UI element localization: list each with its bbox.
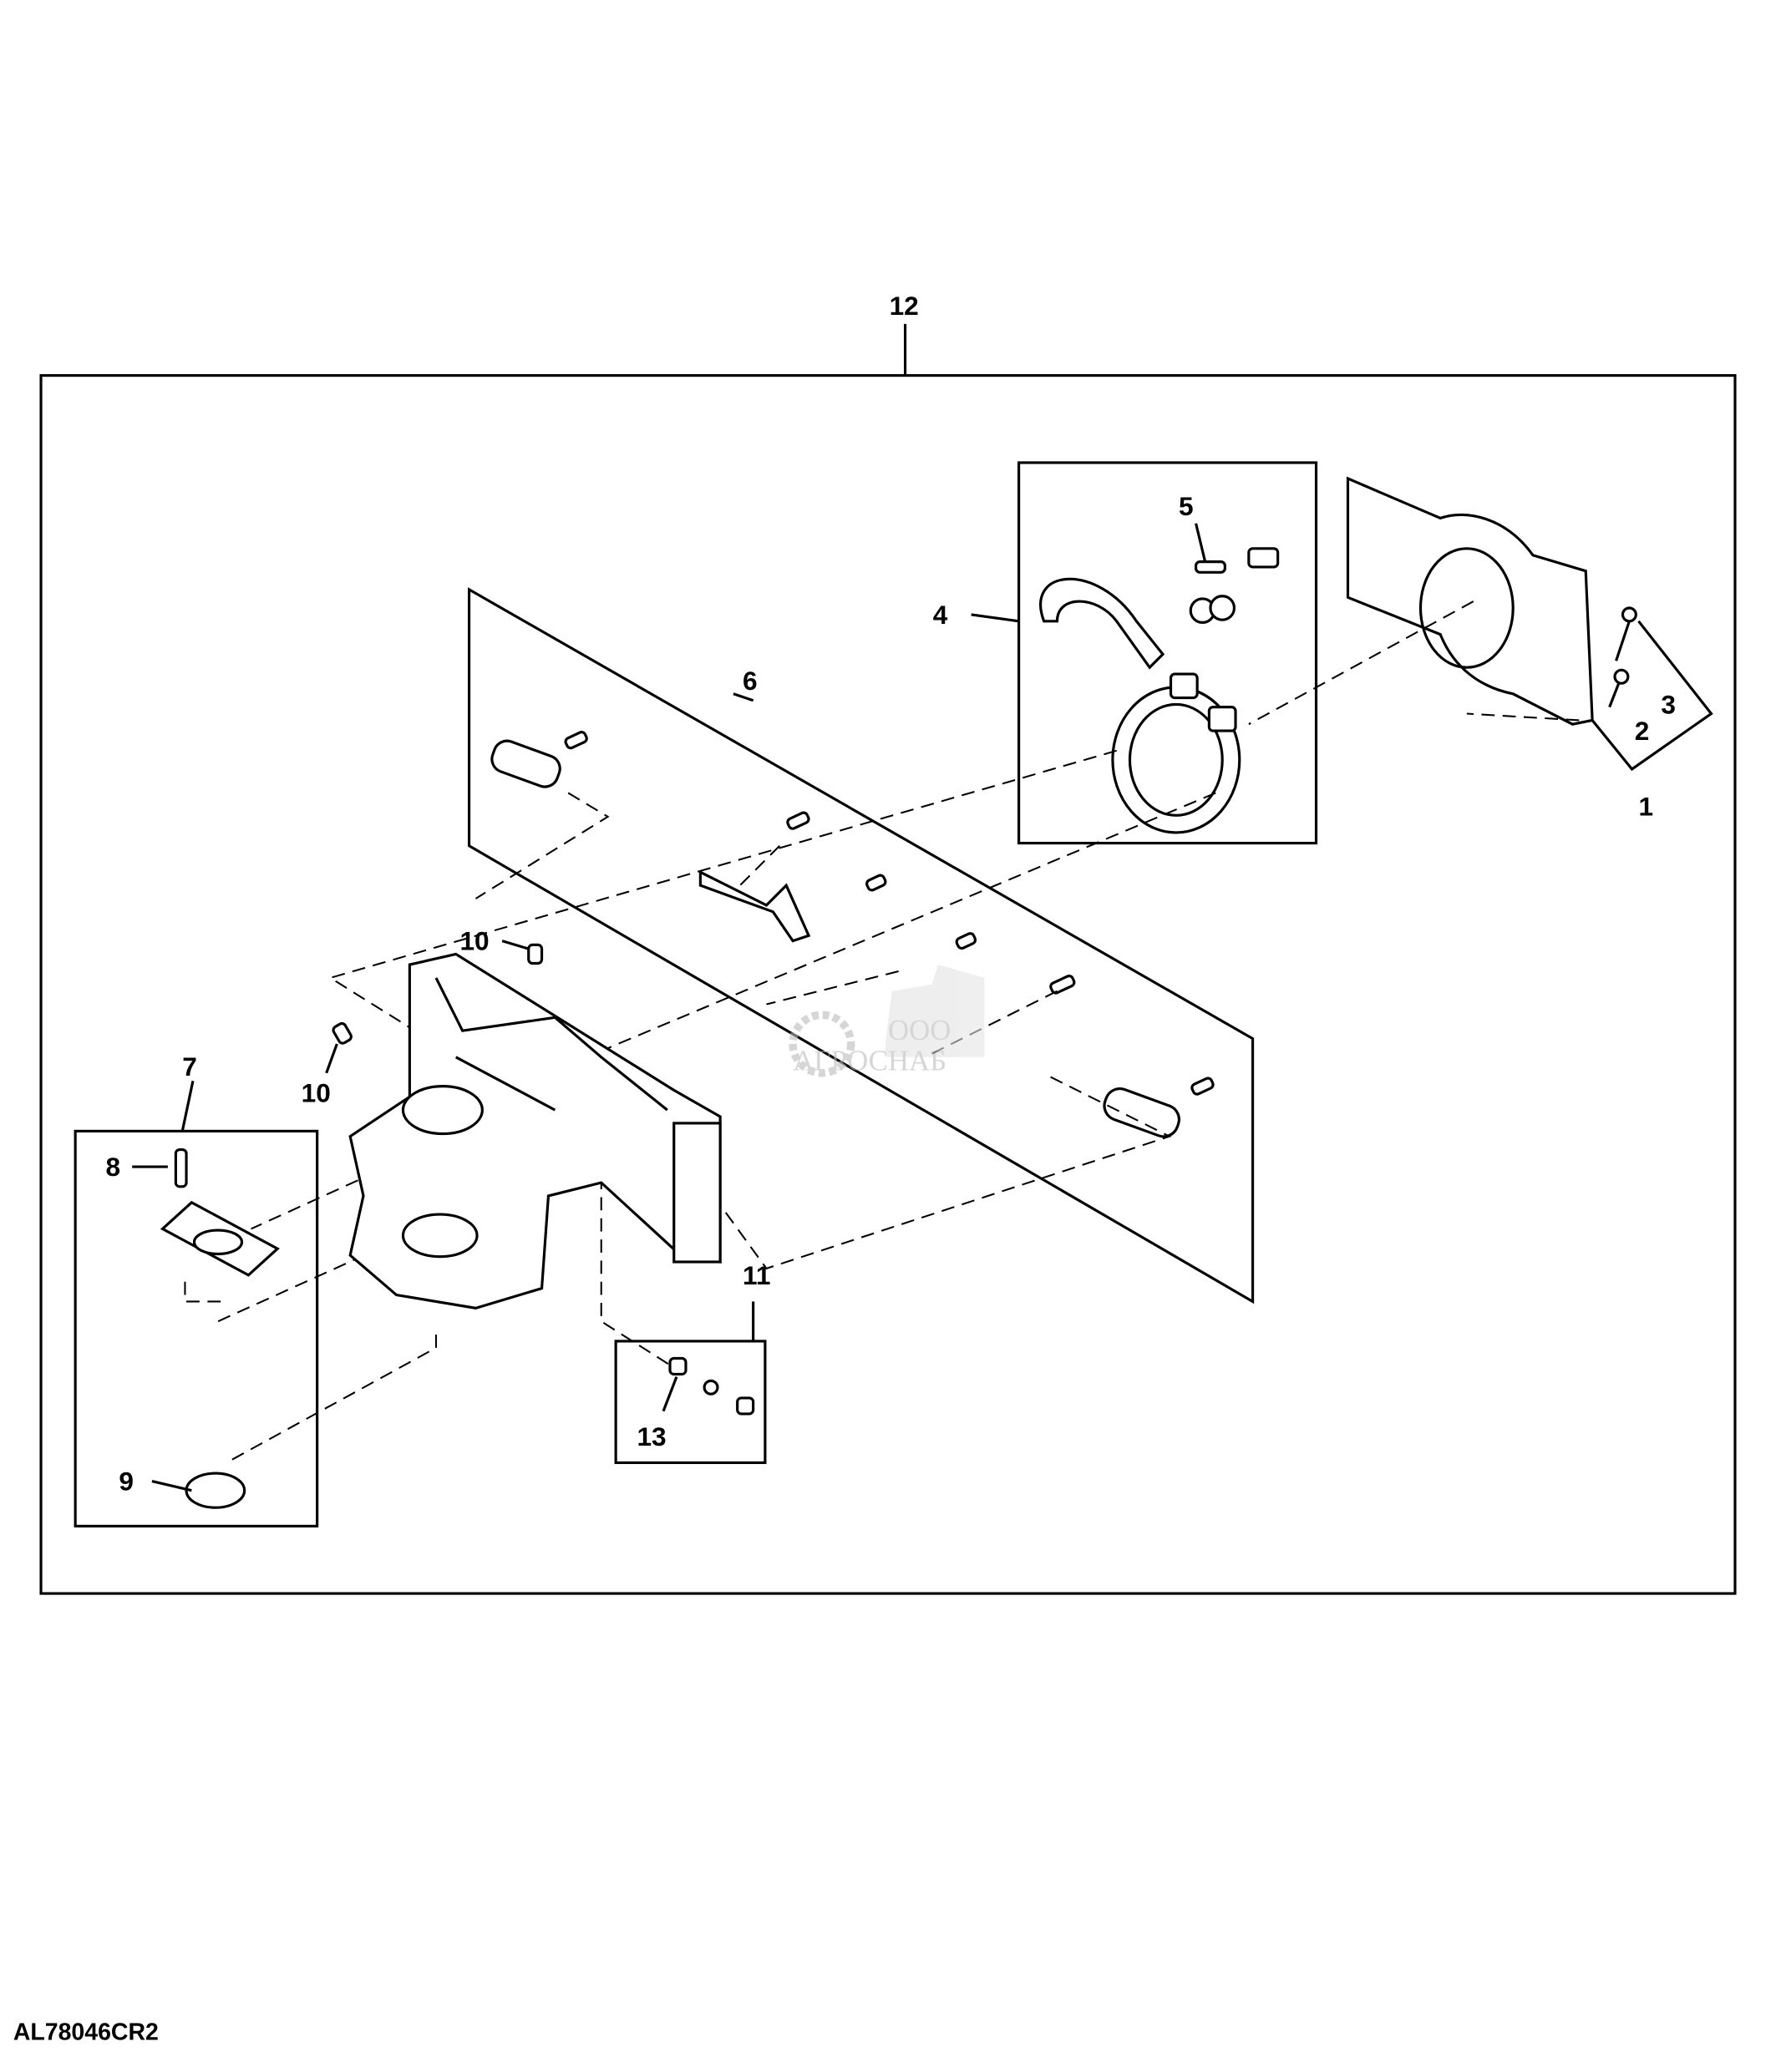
- assembly-frame: [39, 373, 1737, 1595]
- callout-5[interactable]: 5: [1179, 491, 1194, 521]
- hitch-body-part: [348, 952, 722, 1310]
- callout-8[interactable]: 8: [106, 1152, 121, 1182]
- callout-12[interactable]: 12: [890, 291, 919, 321]
- callout-7[interactable]: 7: [182, 1051, 197, 1082]
- callout-10-top[interactable]: 10: [459, 926, 489, 956]
- figure-id: AL78046CR2: [13, 2019, 159, 2046]
- watermark-name-text: АГРОСНАБ: [793, 1045, 946, 1077]
- callout-6[interactable]: 6: [743, 666, 758, 696]
- callout-10-left[interactable]: 10: [302, 1078, 331, 1108]
- callout-9[interactable]: 9: [119, 1467, 134, 1497]
- callout-11[interactable]: 11: [743, 1260, 770, 1290]
- subassembly-box-7: [74, 1129, 319, 1527]
- callout-3[interactable]: 3: [1661, 690, 1676, 720]
- pin-parts: [490, 731, 1215, 1138]
- latch-ring-part: [1039, 547, 1280, 834]
- kit-panel-6: [467, 587, 1255, 1304]
- callout-13[interactable]: 13: [637, 1421, 666, 1451]
- callout-1[interactable]: 1: [1638, 791, 1653, 821]
- assembly-guide-lines: [184, 600, 1580, 1462]
- subassembly-box-4: [1017, 461, 1318, 845]
- callout-4[interactable]: 4: [933, 600, 948, 630]
- callout-2[interactable]: 2: [1635, 716, 1650, 746]
- subassembly-box-11: [614, 1340, 767, 1465]
- mounting-plate-part: [1346, 476, 1594, 726]
- agrosnab-watermark-logo: ООО АГРОСНАБ: [789, 965, 985, 1077]
- watermark-small-text: ООО: [888, 1014, 951, 1046]
- snap-ring-part: [185, 1472, 246, 1509]
